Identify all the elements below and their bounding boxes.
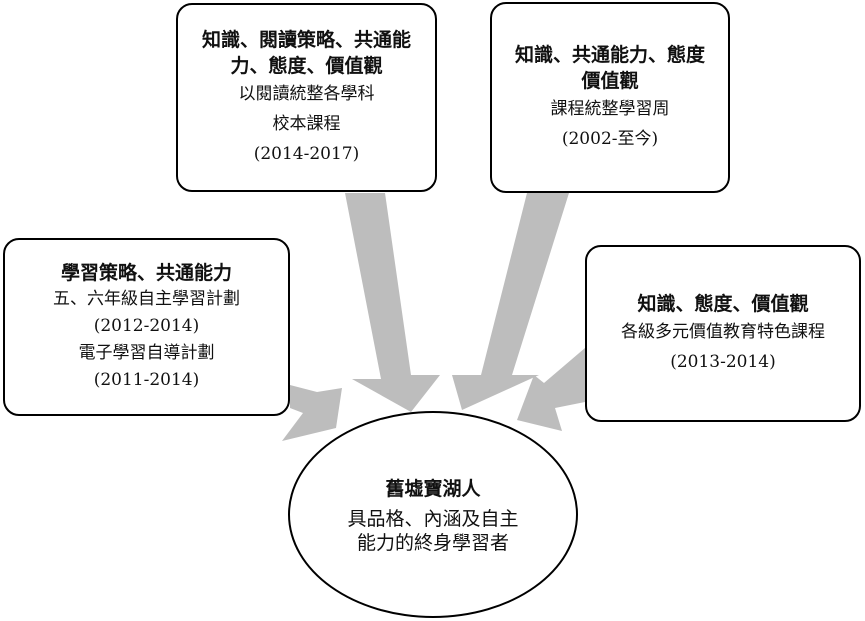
box-text-line: 以閱讀統整各學科 <box>238 83 375 104</box>
center-text-line: 能力的終身學習者 <box>356 531 509 554</box>
box-values-education: 知識、態度、價值觀 各級多元價值教育特色課程 (2013-2014) <box>585 245 861 422</box>
box-text-line: 各級多元價值教育特色課程 <box>621 321 825 342</box>
arrow-right-to-center <box>517 348 585 431</box>
box-text-line: 校本課程 <box>272 113 341 134</box>
box-reading-strategies: 知識、閱讀策略、共通能 力、態度、價值觀 以閱讀統整各學科 校本課程 (2014… <box>176 3 437 192</box>
box-title-line: 價值觀 <box>581 69 639 92</box>
arrow-top-left-to-center <box>345 193 440 412</box>
center-text-line: 具品格、內涵及自主 <box>347 507 519 530</box>
center-title: 舊墟寶湖人 <box>385 477 481 500</box>
box-text-line: (2012-2014) <box>93 316 200 336</box>
box-text-line: 課程統整學習周 <box>550 98 670 119</box>
box-title-line: 知識、共通能力、態度 <box>514 43 705 66</box>
box-text-line: (2002-至今) <box>561 128 659 149</box>
arrow-top-right-to-center <box>452 193 569 410</box>
box-text-line: 五、六年級自主學習計劃 <box>53 289 240 309</box>
box-self-directed-learning: 學習策略、共通能力 五、六年級自主學習計劃 (2012-2014) 電子學習自導… <box>3 238 290 416</box>
box-title-line: 知識、閱讀策略、共通能 <box>201 28 411 51</box>
box-text-line: (2013-2014) <box>670 351 776 372</box>
box-text-line: (2011-2014) <box>93 370 200 390</box>
box-text-line: 電子學習自導計劃 <box>78 343 215 363</box>
box-title-line: 知識、態度、價值觀 <box>637 292 809 315</box>
box-integrated-curriculum-week: 知識、共通能力、態度 價值觀 課程統整學習周 (2002-至今) <box>490 2 730 193</box>
box-title-line: 學習策略、共通能力 <box>60 262 232 284</box>
box-title-line: 力、態度、價值觀 <box>230 54 383 77</box>
center-goal-ellipse: 舊墟寶湖人 具品格、內涵及自主 能力的終身學習者 <box>288 411 578 618</box>
arrow-left-to-center <box>282 385 342 441</box>
box-text-line: (2014-2017) <box>253 143 360 164</box>
